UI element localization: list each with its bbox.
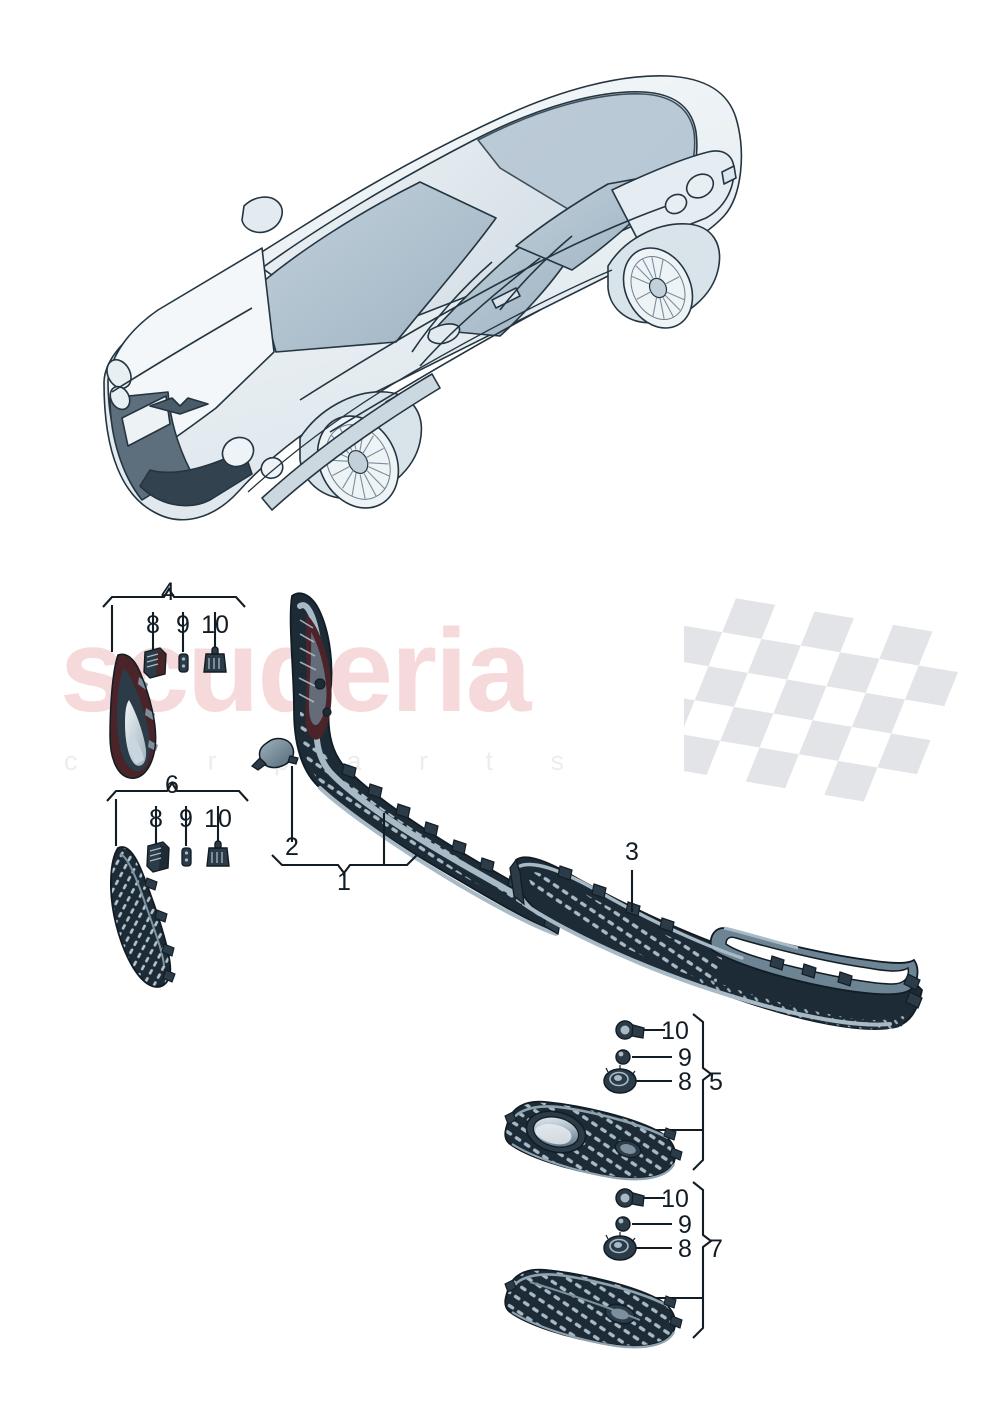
callout-8-b: 8 [149,805,163,833]
part-10-expanding-nut-c [615,1020,645,1040]
callout-9-d: 9 [678,1211,692,1239]
callout-8-c: 8 [678,1068,692,1096]
part-7-lower-mesh-grille [504,1268,683,1349]
callout-10-b: 10 [204,805,232,833]
callout-7: 7 [709,1235,723,1263]
callout-10-c: 10 [661,1017,689,1045]
part-4-upper-corner-trim [109,653,158,779]
part-8-retaining-clip-c [603,1065,637,1094]
part-9-pin-fastener-c [615,1049,631,1065]
callout-8-d: 8 [678,1235,692,1263]
vehicle-illustration [103,75,743,521]
part-5-fog-lamp-grille [504,1100,683,1181]
callout-10-a: 10 [201,611,229,639]
part-9-pin-fastener-d [615,1216,631,1232]
callout-9-a: 9 [176,611,190,639]
parts-layer [102,587,923,1349]
callout-4: 4 [161,578,175,606]
part-9-pin-fastener-b [181,847,192,867]
part-10-expanding-nut-b [206,840,230,867]
part-9-pin-fastener-a [178,653,189,673]
part-8-retaining-clip-a [143,647,167,679]
group-brace-4 [102,587,246,652]
callout-2: 2 [285,833,299,861]
part-3-lower-bumper-grille [509,856,923,1030]
part-6-lower-corner-grille [110,846,176,988]
callout-5: 5 [709,1068,723,1096]
callout-1: 1 [337,868,351,896]
part-2-grille-cover-cap [250,737,299,771]
callout-9-c: 9 [678,1044,692,1072]
callout-10-d: 10 [661,1185,689,1213]
callout-3: 3 [625,838,639,866]
callout-8-a: 8 [146,611,160,639]
part-8-retaining-clip-b [146,841,170,873]
part-10-expanding-nut-d [615,1188,645,1208]
part-10-expanding-nut-a [203,646,227,673]
group-brace-6 [106,781,249,846]
callout-9-b: 9 [179,805,193,833]
group-brace-1 [271,766,418,876]
callout-6: 6 [165,771,179,799]
part-8-retaining-clip-d [603,1232,637,1261]
